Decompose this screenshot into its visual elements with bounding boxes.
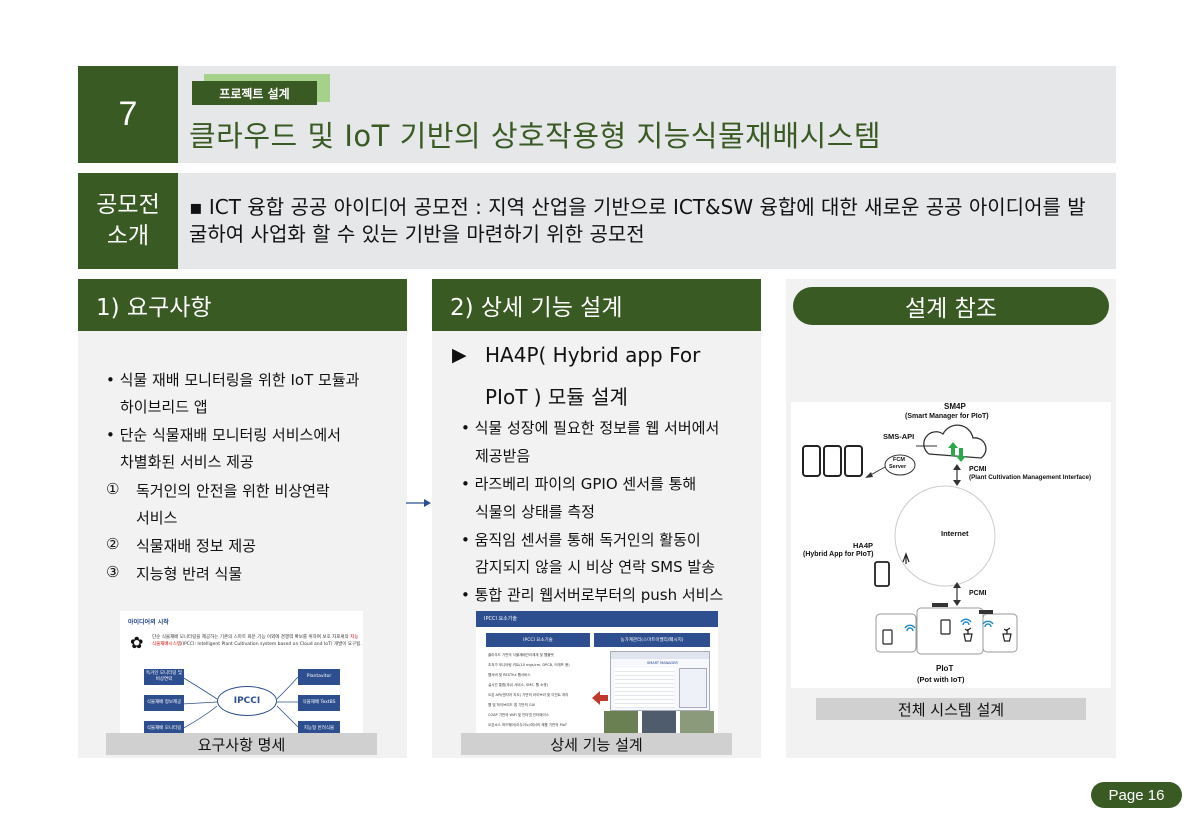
diagram-fcm-label: FCM xyxy=(893,457,905,463)
section-tag: 프로젝트 설계 xyxy=(192,81,317,105)
thumb2-line: 웹 및 하이브리드 앱 기반의 GUI xyxy=(488,703,536,707)
arrow-right-icon xyxy=(406,499,431,507)
thumb2-screen-bar xyxy=(611,652,709,659)
intro-label-line2: 소개 xyxy=(106,223,150,249)
diagram-pcmi-sub: (Plant Cultivation Management Interface) xyxy=(969,474,1092,481)
requirement-item: 독거인의 안전을 위한 비상연락 xyxy=(136,482,330,500)
requirements-thumbnail: 아이디어의 시작 ✿ 단순 식물재배 모니터링을 제공하는 기존의 스마트 화분… xyxy=(120,611,363,739)
system-design-caption: 전체 시스템 설계 xyxy=(816,698,1086,720)
detail-bullet: • 식물 성장에 필요한 정보를 웹 서버에서 xyxy=(461,419,720,437)
thumb-left-box: 식물재배 정보제공 xyxy=(144,695,184,711)
requirement-item-num: ① xyxy=(106,480,120,498)
detail-design-caption: 상세 기능 설계 xyxy=(461,733,732,755)
diagram-ha4p-label: HA4P xyxy=(853,541,874,550)
module-heading: HA4P( Hybrid app For xyxy=(485,343,701,367)
diagram-piot-sub: (Pot with IoT) xyxy=(917,675,965,684)
thumb2-screen-title: SMART MANAGER xyxy=(647,661,678,665)
thumb2-header: IPCCI 요소기술 xyxy=(476,611,718,627)
thumb-center-node: IPCCI xyxy=(217,686,277,716)
thumb-left-box: 독거인 모니터링 및 비상연락 xyxy=(144,669,184,685)
page-title: 클라우드 및 IoT 기반의 상호작용형 지능식물재배시스템 xyxy=(189,119,882,153)
requirement-item: 식물재배 정보 제공 xyxy=(136,537,256,555)
diagram-sm4p-label: SM4P xyxy=(944,402,966,411)
thumb2-line: 오픈 API(엔지어 지도) 기반의 라이브러 및 이전트 처리 xyxy=(488,693,569,697)
diagram-shapes xyxy=(802,424,1018,655)
requirement-item: 서비스 xyxy=(136,509,178,527)
diagram-server-label: Server xyxy=(889,464,907,470)
intro-label: 공모전 소개 xyxy=(78,173,178,269)
requirement-item-num: ③ xyxy=(106,563,120,581)
thumb2-line: 초저가 모니터링 키트(10 mgs/cm, DPCB, 드래프 용) xyxy=(488,663,570,667)
diagram-ha4p-sub: (Hybrid App for PIoT) xyxy=(803,551,874,558)
thumb2-col-header: IPCCI 요소기술 xyxy=(486,633,590,647)
thumb2-screenshot: SMART MANAGER xyxy=(610,651,710,711)
diagram-piot-label: PIoT xyxy=(936,664,954,673)
detail-bullet: • 움직임 센서를 통해 독거인의 활동이 xyxy=(461,531,701,549)
thumb2-col-header: 농가계관리(스마트이밸리/폐시지) xyxy=(594,633,710,647)
thumb2-screen-table xyxy=(615,668,675,708)
thumb-title: 아이디어의 시작 xyxy=(128,619,169,626)
thumb2-line: 실시간 통합(푸쉬 서비스, SMS, 웹 소켓) xyxy=(488,683,548,687)
requirement-bullet: 하이브리드 앱 xyxy=(120,398,208,416)
diagram-pcmi2-label: PCMI xyxy=(969,590,987,597)
panel-design-reference-title: 설계 참조 xyxy=(793,287,1109,325)
thumb-desc-d: IoT) 개발이 요구됨. xyxy=(323,642,362,647)
system-diagram: SM4P (Smart Manager for PIoT) SMS-API FC… xyxy=(791,402,1111,688)
intro-band xyxy=(178,173,1116,269)
detail-bullet: • 라즈베리 파이의 GPIO 센서를 통해 xyxy=(461,475,697,493)
detail-bullet: 감지되지 않을 시 비상 연락 SMS 발송 xyxy=(475,558,715,576)
arrow-left-icon xyxy=(592,691,608,705)
detail-design-thumbnail: IPCCI 요소기술 IPCCI 요소기술 농가계관리(스마트이밸리/폐시지) … xyxy=(476,611,718,739)
panel-requirements-title: 1) 요구사항 xyxy=(78,279,407,331)
thumb2-line: COAP 기반의 WiFi 및 인터넷 인터페이스 xyxy=(488,713,549,717)
thumb-desc-a: 단순 식물재배 모니터링을 제공하는 기존의 스마트 화분 기능 이외에 경쟁력… xyxy=(152,635,331,640)
requirement-bullet: • 단순 식물재배 모니터링 서비스에서 xyxy=(106,426,341,444)
diagram-pcmi-label: PCMI xyxy=(969,466,987,473)
thumb-description: 단순 식물재배 모니터링을 제공하는 기존의 스마트 화분 기능 이외에 경쟁력… xyxy=(152,634,362,648)
module-heading-arrow-icon: ▶ xyxy=(452,344,467,366)
requirement-bullet: 차별화된 서비스 제공 xyxy=(120,453,254,471)
plant-icon: ✿ xyxy=(130,633,144,652)
detail-bullet: • 통합 관리 웹서버로부터의 push 서비스 xyxy=(461,586,724,604)
thumb-right-box: 식물재배 TextBS xyxy=(298,695,340,711)
module-heading: PIoT ) 모듈 설계 xyxy=(485,385,628,409)
panel-detail-design-title: 2) 상세 기능 설계 xyxy=(432,279,761,331)
title-band xyxy=(178,66,1116,163)
thumb-desc-b: 자로써의 xyxy=(332,635,351,640)
requirement-item-num: ② xyxy=(106,535,120,553)
intro-text: ▪ ICT 융합 공공 아이디어 공모전 : 지역 산업을 기반으로 ICT&S… xyxy=(189,195,1086,246)
diagram-sm4p-sub: (Smart Manager for PIoT) xyxy=(905,413,989,420)
diagram-sms-api-label: SMS-API xyxy=(883,432,915,441)
detail-bullet: 식물의 상태를 측정 xyxy=(475,503,595,521)
thumb2-line: 오픈소스 하드웨어(아두이노)에서의 제품 기반의 PIoT xyxy=(488,723,568,727)
requirement-bullet: • 식물 재배 모니터링을 위한 IoT 모듈과 xyxy=(106,371,360,389)
thumb-right-box: Plantavitor xyxy=(298,669,340,685)
requirements-caption: 요구사항 명세 xyxy=(106,733,377,755)
intro-label-line1: 공모전 xyxy=(96,192,160,218)
thumb-desc-highlight: 지능식물재배시스템 xyxy=(152,635,359,647)
section-number: 7 xyxy=(78,66,178,163)
requirement-item: 지능형 반려 식물 xyxy=(136,565,243,583)
thumb2-screen-panel xyxy=(679,668,707,708)
thumb2-line: 웹서버 및 RESTful 웹서비스 xyxy=(488,673,531,677)
thumb-connector-lines xyxy=(181,676,299,730)
diagram-internet-label: Internet xyxy=(941,529,969,538)
thumb2-line: 클라우드 기반의 식물재배관리체계 및 웹플랫 xyxy=(488,653,554,657)
detail-bullet: 제공받음 xyxy=(475,447,531,465)
page-number-badge: Page 16 xyxy=(1091,782,1182,808)
thumb-desc-c: (IPCCI: Intelligent Plant Cultivation sy… xyxy=(180,642,323,647)
